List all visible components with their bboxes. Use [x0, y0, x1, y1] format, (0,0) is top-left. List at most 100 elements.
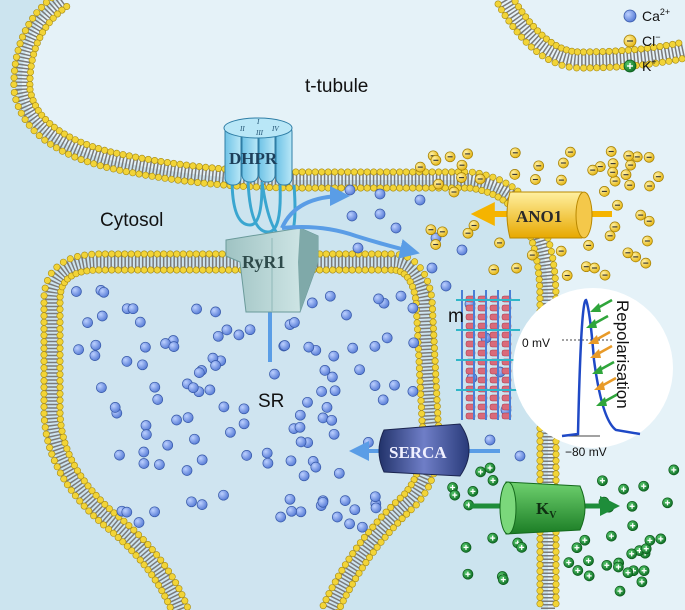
lipid-head — [179, 266, 187, 274]
lipid-head — [56, 305, 64, 313]
lipid-head — [385, 528, 393, 536]
dhpr-subunit-label: II — [239, 125, 245, 133]
lipid-head — [552, 288, 560, 296]
ca-ion — [333, 467, 345, 479]
ca-ion — [191, 303, 202, 315]
legend: Ca2+ Cl− K+ — [623, 7, 670, 74]
lipid-head — [56, 469, 64, 477]
lipid-head — [292, 168, 300, 176]
lipid-head — [192, 250, 200, 258]
lipid-head — [129, 169, 137, 177]
lipid-head — [497, 6, 505, 14]
lipid-head — [409, 184, 417, 192]
lipid-head — [552, 587, 560, 595]
ca-ion — [346, 210, 358, 222]
ca-ion — [408, 337, 420, 349]
ca-ion — [90, 339, 102, 351]
lipid-head — [148, 571, 156, 579]
lipid-head — [12, 96, 20, 104]
ca-ion — [369, 380, 381, 391]
lipid-head — [558, 61, 566, 69]
lipid-head — [552, 535, 560, 543]
lipid-head — [56, 351, 64, 359]
lipid-head — [194, 179, 202, 187]
lipid-head — [66, 133, 74, 141]
lipid-head — [41, 284, 49, 292]
lipid-head — [88, 250, 96, 258]
lipid-head — [161, 174, 169, 182]
ca-ion — [328, 428, 340, 440]
repolarisation-arrowhead — [592, 365, 603, 374]
lipid-head — [14, 46, 22, 54]
lipid-head — [344, 168, 352, 176]
legend-label-cl: Cl− — [642, 32, 661, 49]
lipid-head — [60, 475, 68, 483]
potassium-ions — [447, 462, 680, 597]
lipid-head — [89, 143, 97, 151]
lipid-head — [573, 48, 581, 56]
ca-ion — [414, 194, 426, 206]
lipid-head — [40, 331, 48, 339]
lipid-head — [186, 266, 194, 274]
lipid-head — [374, 266, 382, 274]
lipid-head — [401, 490, 409, 498]
ca-ion — [369, 341, 381, 352]
lipid-head — [178, 591, 186, 599]
lipid-head — [181, 597, 189, 605]
lipid-head — [522, 38, 530, 46]
ca-ion — [221, 324, 233, 336]
ca-ion — [109, 402, 121, 413]
lipid-head — [42, 430, 50, 438]
lipid-head — [377, 513, 385, 521]
lipid-head — [161, 561, 169, 569]
lipid-head — [40, 344, 48, 352]
lipid-head — [612, 63, 620, 71]
ca-ion — [261, 447, 273, 459]
lipid-head — [433, 389, 441, 397]
lipid-head — [95, 145, 103, 153]
lipid-head — [176, 160, 184, 168]
ca-release-arrow-lower — [281, 225, 420, 259]
action-potential-inset: 0 mV −80 mV Repolarisation — [513, 288, 673, 459]
lipid-head — [536, 600, 544, 608]
ca-ion — [262, 457, 274, 469]
ca-ion — [238, 403, 250, 415]
lipid-head — [360, 533, 368, 541]
lipid-head — [151, 576, 159, 584]
lipid-head — [549, 254, 557, 262]
lipid-head — [77, 138, 85, 146]
lipid-head — [335, 266, 343, 274]
lipid-head — [363, 184, 371, 192]
lipid-head — [40, 312, 48, 320]
lipid-head — [362, 559, 370, 567]
lipid-head — [413, 312, 421, 320]
lipid-head — [28, 56, 36, 64]
ca-ion — [357, 521, 368, 533]
lipid-head — [130, 526, 138, 534]
lipid-head — [403, 253, 411, 261]
lipid-head — [542, 35, 550, 43]
ca-ion — [331, 511, 343, 523]
lipid-head — [337, 168, 345, 176]
lipid-head — [74, 467, 82, 475]
lipid-head — [417, 403, 425, 411]
chloride-ions — [414, 146, 664, 281]
lipid-head — [428, 299, 436, 307]
lipid-head — [552, 580, 560, 588]
ca-ion — [284, 493, 296, 505]
lipid-head — [67, 486, 75, 494]
lipid-head — [56, 357, 64, 365]
lipid-head — [57, 421, 65, 429]
lipid-head — [395, 251, 403, 259]
lipid-head — [80, 502, 88, 510]
lipid-head — [348, 580, 356, 588]
ca-ion — [168, 341, 180, 352]
lipid-head — [357, 184, 365, 192]
lipid-head — [212, 250, 220, 258]
lipid-head — [518, 8, 526, 16]
lipid-head — [49, 14, 57, 22]
ca-ion — [381, 332, 393, 344]
lipid-head — [38, 111, 46, 119]
lipid-head — [189, 162, 197, 170]
lipid-head — [265, 184, 273, 192]
